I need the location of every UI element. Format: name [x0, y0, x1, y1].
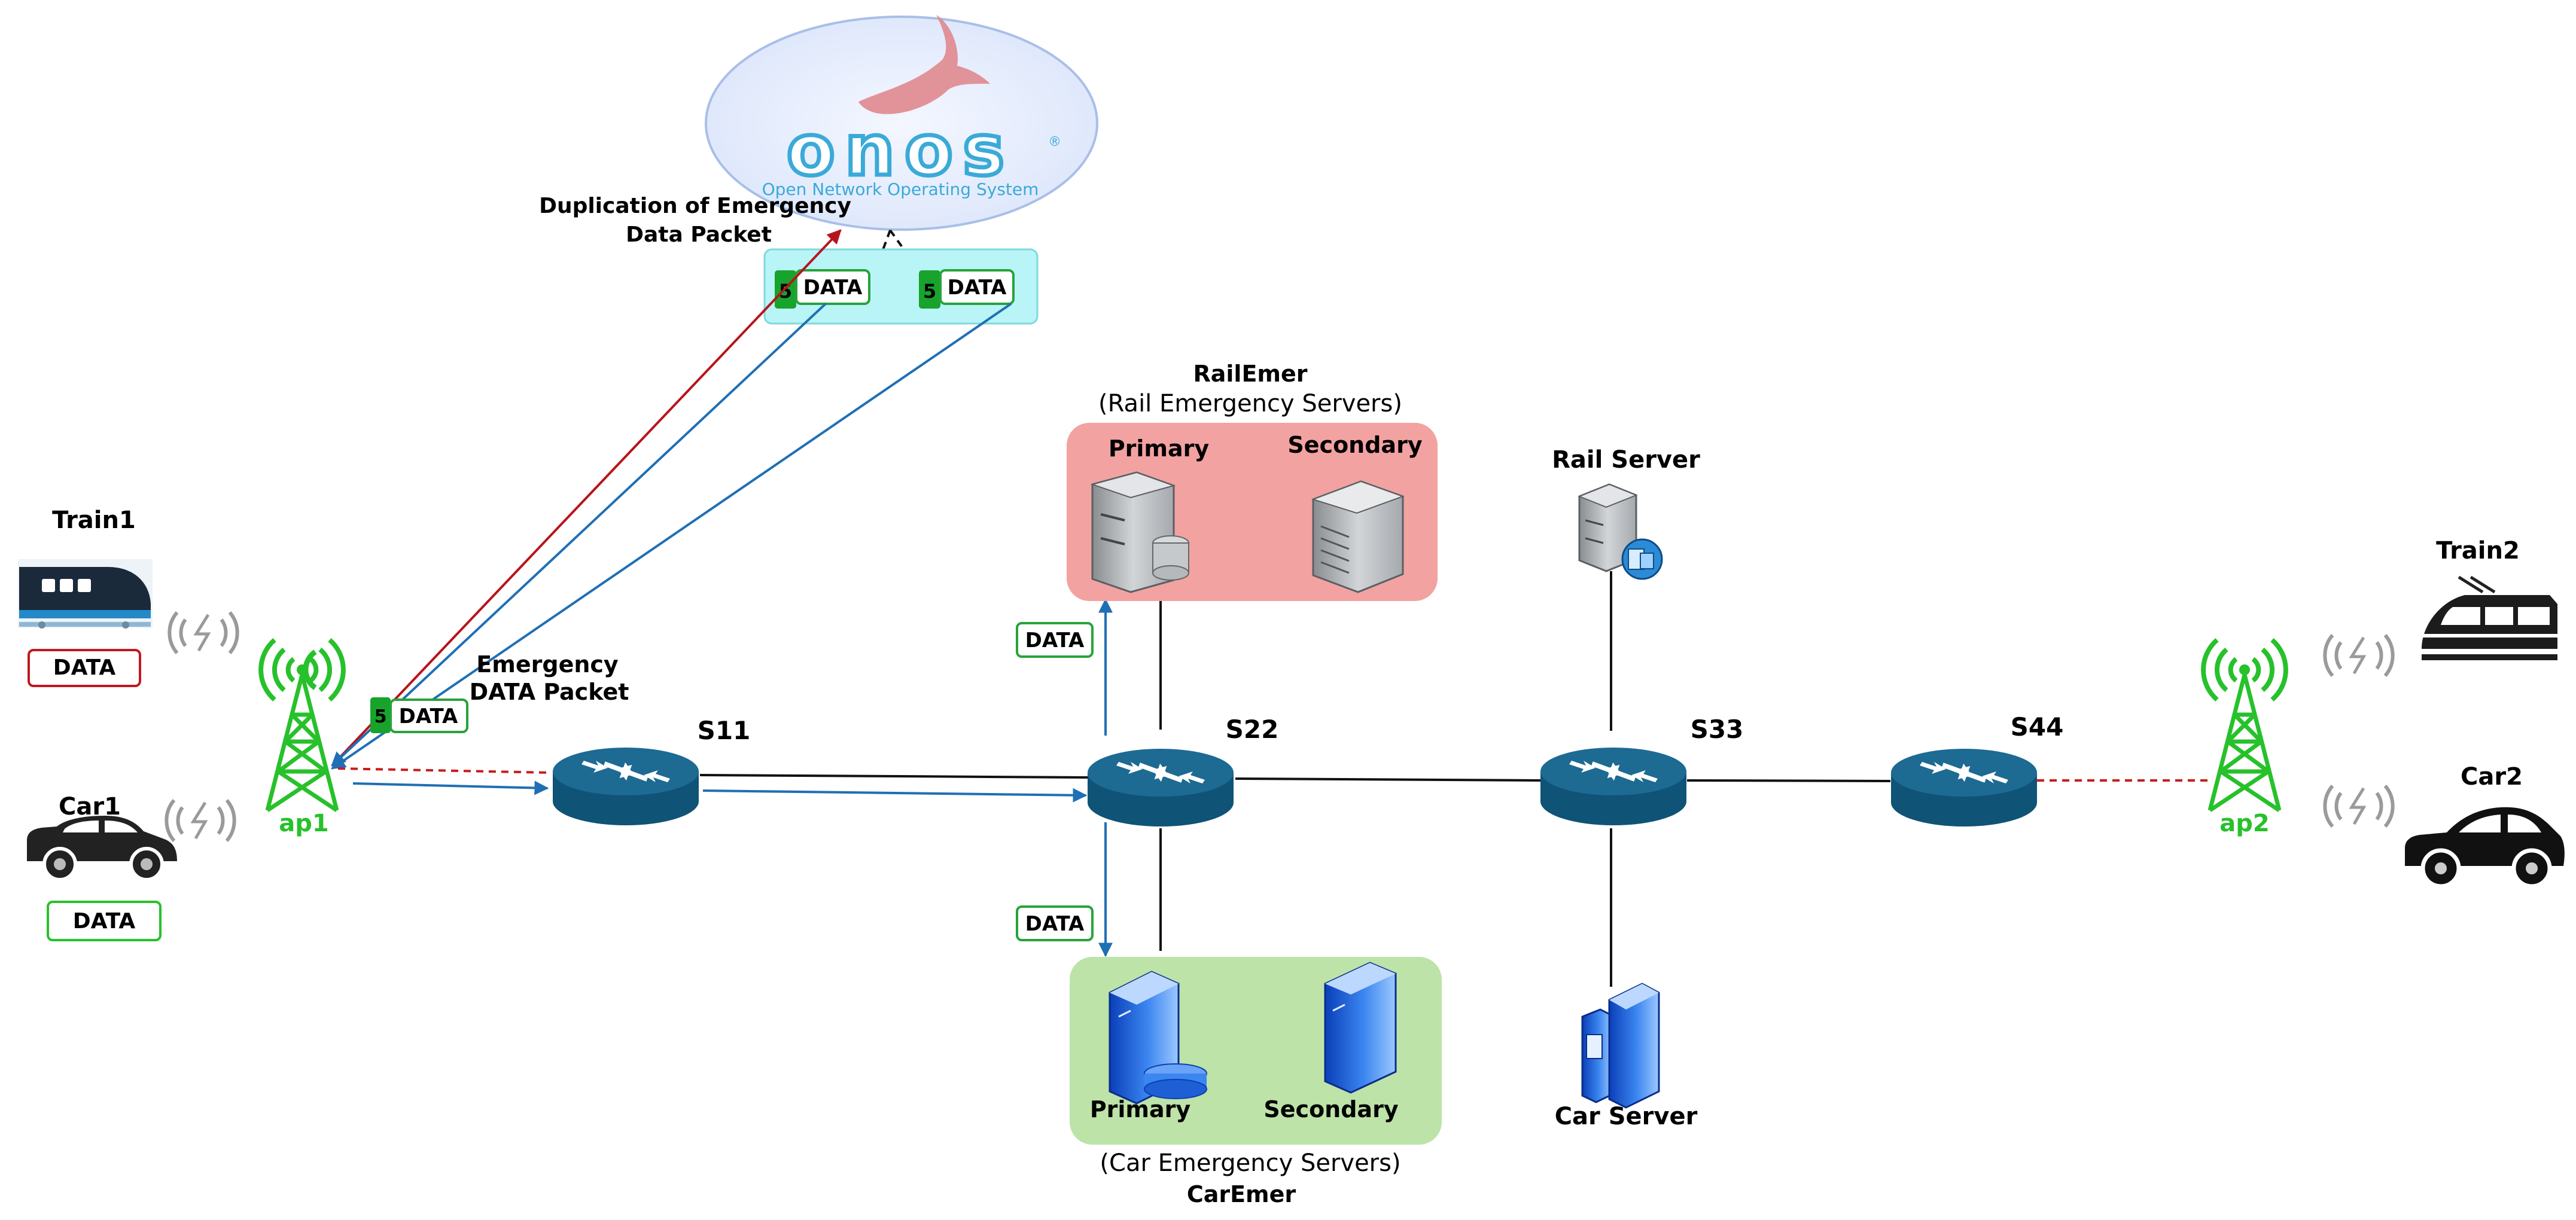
- train1-data-tag[interactable]: DATA: [28, 649, 141, 687]
- railemer-secondary-label: Secondary: [1287, 432, 1422, 458]
- emergency-packet-label-line2: DATA Packet: [470, 679, 629, 705]
- duplication-label-line2: Data Packet: [626, 222, 772, 247]
- duplicated-packet-2[interactable]: 5 DATA: [919, 269, 1015, 309]
- link-s33-s44: [1686, 779, 1891, 782]
- railemer-title: RailEmer: [1193, 361, 1307, 387]
- caremer-secondary-server-icon[interactable]: [1324, 962, 1397, 1094]
- train1-label: Train1: [52, 507, 136, 534]
- switch-s11-label: S11: [698, 716, 751, 745]
- train2-icon[interactable]: [2422, 575, 2557, 660]
- emergency-data-packet[interactable]: 5 DATA: [370, 697, 468, 733]
- railemer-subtitle: (Rail Emergency Servers): [1098, 390, 1402, 417]
- onos-subtitle: Open Network Operating System: [762, 179, 1039, 199]
- onos-logo-text: onos: [787, 109, 1014, 191]
- duplication-label-line1: Duplication of Emergency: [539, 194, 851, 218]
- link-packet2-ap1: [331, 303, 1012, 770]
- svg-text:DATA: DATA: [948, 276, 1007, 300]
- car1-icon[interactable]: [27, 816, 177, 882]
- switch-s44-label: S44: [2011, 712, 2064, 742]
- caremer-title: CarEmer: [1187, 1181, 1296, 1207]
- railemer-secondary-server-icon[interactable]: [1311, 480, 1405, 593]
- wireless-signal-icon: [2323, 785, 2395, 828]
- svg-text:DATA: DATA: [803, 276, 863, 300]
- caremer-primary-label: Primary: [1090, 1096, 1191, 1123]
- caremer-primary-server-icon[interactable]: [1109, 971, 1207, 1105]
- switch-s22-label: S22: [1226, 715, 1279, 744]
- svg-text:5: 5: [374, 706, 387, 727]
- rail-server-icon[interactable]: [1578, 483, 1663, 580]
- wireless-signal-icon: [168, 611, 239, 654]
- bird-logo-icon: [858, 15, 990, 114]
- car1-data-tag[interactable]: DATA: [47, 901, 162, 941]
- train1-icon[interactable]: [18, 559, 153, 629]
- caremer-data-tag[interactable]: DATA: [1016, 905, 1094, 941]
- caremer-subtitle: (Car Emergency Servers): [1100, 1149, 1400, 1177]
- link-s22-s33: [1235, 777, 1541, 782]
- svg-text:DATA: DATA: [53, 655, 116, 680]
- svg-text:DATA: DATA: [1025, 629, 1085, 652]
- emergency-packet-label-line1: Emergency: [476, 651, 619, 678]
- train2-label: Train2: [2436, 537, 2520, 565]
- svg-text:5: 5: [923, 280, 936, 303]
- car-server-icon[interactable]: [1581, 983, 1660, 1109]
- ap1-tower-icon[interactable]: [258, 638, 346, 812]
- link-ap1-s11-dashed: [337, 767, 551, 774]
- switch-s44[interactable]: [1891, 749, 2037, 826]
- rail-server-label: Rail Server: [1552, 446, 1700, 474]
- link-packet1-ap1: [331, 303, 827, 767]
- wireless-signal-icon: [165, 799, 236, 842]
- link-ap1-s11-flow: [352, 780, 549, 795]
- switch-s22[interactable]: [1088, 749, 1234, 826]
- ap2-label: ap2: [2219, 810, 2269, 837]
- link-s11-s22-flow: [702, 788, 1088, 803]
- wireless-signal-icon: [2323, 634, 2395, 677]
- caremer-secondary-label: Secondary: [1263, 1096, 1398, 1123]
- car2-icon[interactable]: [2405, 807, 2565, 889]
- svg-text:DATA: DATA: [399, 704, 458, 728]
- svg-text:DATA: DATA: [1025, 912, 1085, 936]
- link-s11-s22: [699, 774, 1089, 779]
- railemer-data-tag[interactable]: DATA: [1016, 622, 1094, 658]
- switch-s33[interactable]: [1540, 748, 1686, 825]
- ap2-tower-icon[interactable]: [2201, 638, 2288, 812]
- railemer-primary-server-icon[interactable]: [1090, 471, 1189, 593]
- switch-s11[interactable]: [553, 748, 699, 825]
- car2-label: Car2: [2461, 763, 2523, 791]
- ap1-label: ap1: [279, 810, 328, 837]
- railemer-primary-label: Primary: [1109, 435, 1210, 462]
- duplicated-packet-1[interactable]: 5 DATA: [775, 269, 870, 309]
- onos-registered-mark: ®: [1048, 135, 1061, 150]
- svg-text:DATA: DATA: [73, 909, 136, 934]
- link-ap1-controller: [334, 229, 842, 764]
- onos-controller[interactable]: onos ® Open Network Operating System: [705, 15, 1098, 231]
- car-server-label: Car Server: [1555, 1103, 1698, 1130]
- switch-s33-label: S33: [1691, 715, 1744, 744]
